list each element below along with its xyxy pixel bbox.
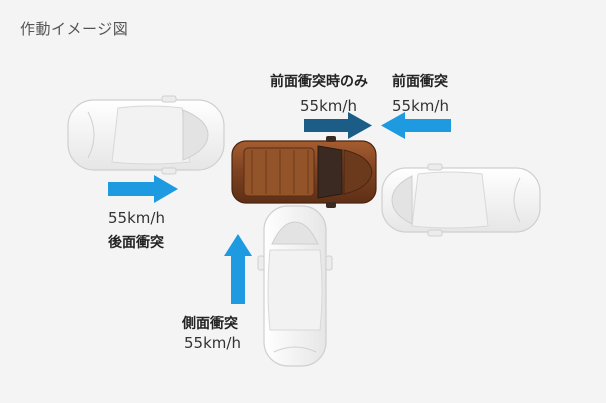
side-impact-speed: 55km/h: [184, 334, 241, 352]
front-only-label: 前面衝突時のみ: [270, 74, 368, 90]
rear-impact-speed: 55km/h: [108, 209, 165, 227]
rear-impact-label: 後面衝突: [108, 235, 164, 251]
side-impact-arrow: [224, 234, 252, 304]
front-impact-speed: 55km/h: [392, 97, 449, 115]
side-impact-label: 側面衝突: [182, 316, 238, 332]
front-only-arrow: [304, 112, 372, 139]
rear-impact-arrow: [108, 175, 178, 203]
front-only-speed: 55km/h: [300, 97, 357, 115]
rear-impact-car: [67, 95, 225, 175]
side-impact-car: [257, 205, 333, 367]
front-impact-arrow: [381, 112, 451, 139]
front-impact-label: 前面衝突: [392, 74, 448, 90]
diagram-title: 作動イメージ図: [20, 20, 129, 38]
front-impact-car: [381, 163, 541, 237]
test-vehicle: [231, 136, 377, 208]
